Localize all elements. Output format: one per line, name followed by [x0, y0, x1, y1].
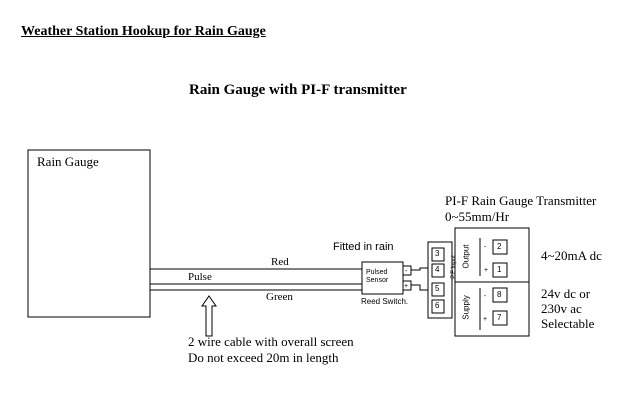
sensor-to-input-wire-bottom — [411, 284, 430, 291]
rain-gauge-box — [27, 149, 151, 318]
input-terminal-6-frame — [431, 299, 445, 314]
supply-description: 24v dc or 230v ac Selectable — [541, 286, 594, 331]
output-terminal-2-frame — [492, 239, 508, 255]
input-terminal-4: 4 — [435, 265, 440, 274]
pulsed-sensor-label: Pulsed Sensor — [366, 269, 388, 285]
supply-terminal-8: 8 — [497, 290, 502, 299]
pulsed-sensor-box — [361, 261, 404, 295]
sensor-to-input-wire-top — [411, 267, 430, 271]
reed-switch-caption: Reed Switch. — [361, 297, 409, 306]
cable-note-line2: Do not exceed 20m in length — [188, 350, 339, 365]
wire-red-label: Red — [271, 256, 289, 268]
sensor-terminal-bottom-sign: + — [404, 283, 408, 290]
supply-label: Supply — [461, 295, 471, 320]
supply-line2: 230v ac — [541, 301, 582, 316]
input-terminal-5-frame — [431, 282, 445, 297]
output-minus-sign: - — [484, 244, 487, 251]
supply-terminal-7: 7 — [497, 313, 502, 322]
cable-callout-arrow — [201, 295, 217, 337]
output-label: Output — [461, 244, 471, 269]
input-terminal-4-frame — [431, 263, 445, 278]
wire-pulse-label: Pulse — [188, 271, 212, 283]
input-terminal-5: 5 — [435, 284, 440, 293]
supply-plus-sign: + — [483, 316, 487, 323]
output-terminal-1-frame — [492, 262, 508, 278]
sensor-terminal-top-sign: - — [405, 268, 408, 275]
input-terminal-3: 3 — [435, 249, 440, 258]
input-terminal-6: 6 — [435, 301, 440, 310]
rain-gauge-label: Rain Gauge — [37, 154, 99, 169]
supply-terminal-7-frame — [492, 310, 508, 326]
pulsed-sensor-line1: Pulsed — [366, 269, 388, 276]
supply-line1: 24v dc or — [541, 286, 591, 301]
cable-note-line1: 2 wire cable with overall screen — [188, 334, 354, 349]
fitted-in-rain-label: Fitted in rain — [333, 241, 394, 253]
output-terminal-1: 1 — [497, 265, 502, 274]
wire-green-label: Green — [266, 291, 293, 303]
diagram-title: Rain Gauge with PI-F transmitter — [189, 82, 407, 98]
supply-line3: Selectable — [541, 316, 595, 331]
cable-note: 2 wire cable with overall screen Do not … — [188, 334, 354, 366]
input-terminal-3-frame — [431, 247, 445, 262]
output-plus-sign: + — [484, 267, 488, 274]
supply-minus-sign: - — [484, 293, 487, 300]
output-signal-label: 4~20mA dc — [541, 248, 602, 263]
page-heading: Weather Station Hookup for Rain Gauge — [21, 24, 266, 39]
transmitter-title: PI-F Rain Gauge Transmitter — [445, 193, 597, 208]
output-terminal-2: 2 — [497, 242, 502, 251]
transmitter-range: 0~55mm/Hr — [445, 209, 510, 224]
input-label: P.F Input — [451, 255, 457, 279]
pulsed-sensor-line2: Sensor — [366, 277, 389, 284]
supply-terminal-8-frame — [492, 287, 508, 303]
